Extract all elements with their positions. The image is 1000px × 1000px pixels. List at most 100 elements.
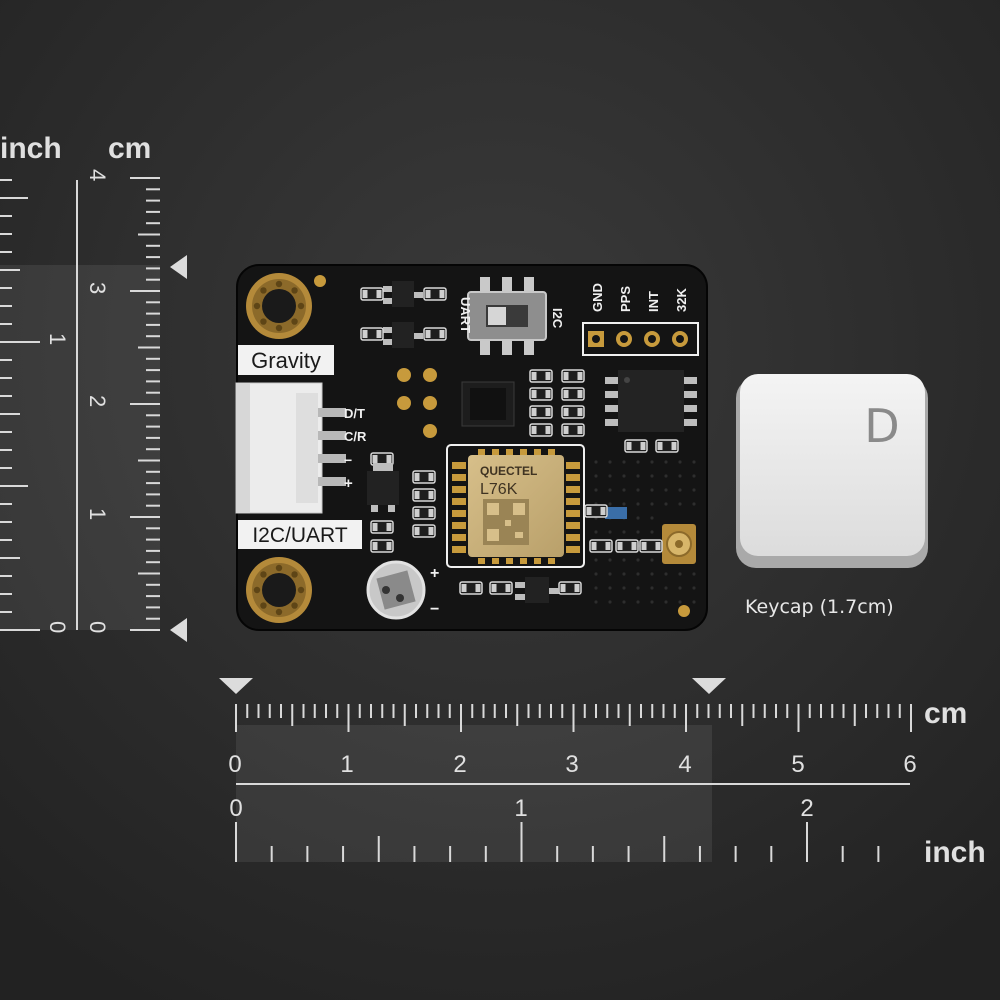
pin-label-dt: D/T [344, 406, 365, 421]
module-pad [566, 474, 580, 481]
smd-terminal [545, 390, 551, 398]
battery-plus-label: + [430, 565, 439, 582]
horizontal-inch-unit: inch [924, 836, 986, 869]
hole-pad [275, 324, 283, 332]
via-hole [636, 488, 640, 492]
via-hole [692, 572, 696, 576]
smd-terminal [671, 442, 677, 450]
module-pad [478, 558, 485, 564]
via-hole [664, 502, 668, 506]
smd-terminal [563, 372, 569, 380]
smd-terminal [414, 491, 420, 499]
smd-terminal [617, 542, 623, 550]
vertical-marker-bottom [170, 618, 187, 642]
vertical-inch-unit: inch [0, 132, 62, 165]
connector-latch [296, 393, 318, 503]
horizontal-inch-label: 1 [514, 795, 527, 822]
via-hole [622, 530, 626, 534]
smd-terminal [414, 473, 420, 481]
hole-pad [275, 608, 283, 616]
smd-terminal [531, 390, 537, 398]
via-hole [608, 460, 612, 464]
via-hole [608, 586, 612, 590]
horizontal-cm-unit: cm [924, 697, 967, 730]
via-hole [622, 586, 626, 590]
connector-pin [318, 408, 346, 417]
connector-pin [318, 454, 346, 463]
via-hole [664, 572, 668, 576]
module-pad [534, 558, 541, 564]
smd-terminal [386, 542, 392, 550]
passive-components [360, 287, 679, 595]
blue-component [605, 507, 627, 519]
smd-terminal [439, 290, 445, 298]
smd-terminal [531, 426, 537, 434]
corner-pad [678, 605, 690, 617]
module-pad [566, 546, 580, 553]
module-pad [452, 510, 466, 517]
smd-terminal [376, 290, 382, 298]
module-pad [566, 498, 580, 505]
via-hole [650, 558, 654, 562]
hole-pad [291, 602, 298, 609]
vertical-cm-label: 2 [85, 395, 110, 407]
via-hole [650, 474, 654, 478]
via-hole [608, 502, 612, 506]
via-hole [622, 474, 626, 478]
via-hole [650, 600, 654, 604]
via-hole [678, 474, 682, 478]
hole-pad [297, 302, 305, 310]
horizontal-cm-label: 4 [678, 751, 691, 778]
via-hole [692, 488, 696, 492]
via-hole [636, 502, 640, 506]
via-hole [636, 558, 640, 562]
via-hole [636, 600, 640, 604]
vertical-cm-ticks [130, 177, 160, 631]
connector-pin [318, 477, 346, 486]
module-pad [566, 510, 580, 517]
antenna-connector [662, 524, 696, 564]
via-hole [594, 572, 598, 576]
pin-label-minus: − [344, 452, 352, 468]
horizontal-cm-label: 1 [340, 751, 353, 778]
smd-terminal [414, 509, 420, 517]
smd-terminal [657, 442, 663, 450]
module-pad [566, 522, 580, 529]
test-pads [397, 368, 437, 438]
via-hole [650, 530, 654, 534]
battery-minus-label: − [430, 601, 439, 618]
via-hole [678, 572, 682, 576]
smd-terminal [531, 372, 537, 380]
gravity-label: Gravity [251, 348, 321, 373]
transistor [383, 322, 423, 348]
switch-label-i2c: I2C [550, 308, 565, 329]
horizontal-inch-ticks [235, 822, 880, 862]
vertical-cm-unit: cm [108, 132, 151, 165]
via-hole [678, 502, 682, 506]
transistor [515, 577, 559, 603]
via-hole [636, 572, 640, 576]
interface-label: I2C/UART [252, 524, 347, 547]
via-hole [622, 558, 626, 562]
smd-terminal [641, 542, 647, 550]
hole-pad [253, 586, 261, 594]
vertical-inch-label: 1 [45, 333, 70, 345]
smd-terminal [372, 523, 378, 531]
horizontal-inch-label: 0 [229, 795, 242, 822]
transistor [383, 281, 423, 307]
module-pad [452, 534, 466, 541]
smd-terminal [577, 372, 583, 380]
smd-terminal [563, 390, 569, 398]
header-label-32k: 32K [674, 288, 689, 312]
header-label-gnd: GND [590, 283, 605, 312]
switch-label-uart: UART [458, 297, 473, 333]
horizontal-ruler: 0 1 2 3 4 5 6 0 1 2 cm inch [219, 678, 986, 869]
horizontal-cm-label: 2 [453, 751, 466, 778]
header-label-int: INT [646, 291, 661, 312]
module-pad [452, 462, 466, 469]
mounting-hole-pads [253, 280, 305, 616]
module-pad [534, 449, 541, 455]
hole-pad [260, 287, 267, 294]
via-hole [664, 600, 668, 604]
qfn-chip [461, 381, 515, 427]
